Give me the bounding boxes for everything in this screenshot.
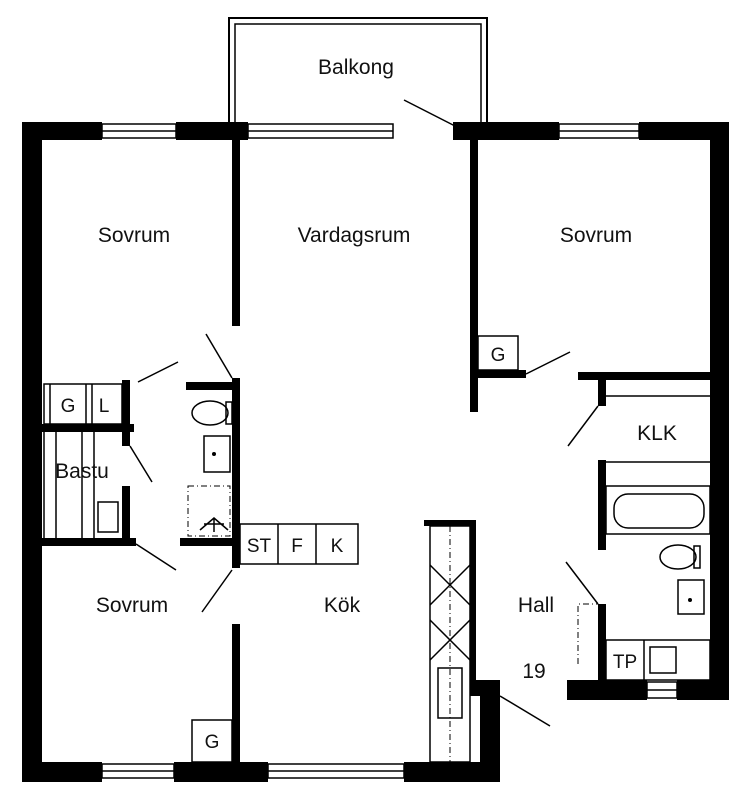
room-label-balkong: Balkong [318, 56, 394, 79]
room-label-vardagsrum: Vardagsrum [298, 224, 411, 247]
windows [101, 123, 678, 779]
room-label-hall: Hall [518, 594, 554, 617]
appliance-label-k: K [331, 536, 344, 557]
balcony [228, 17, 488, 122]
cabinet-label-g-ne: G [491, 345, 506, 366]
toilet-icon [191, 400, 229, 426]
interior-walls [40, 140, 712, 764]
fixtures [43, 335, 711, 763]
room-label-sovrum-sw: Sovrum [96, 594, 168, 617]
appliance-label-f: F [291, 536, 303, 557]
apartment-number: 19 [522, 660, 545, 683]
outer-walls [22, 122, 729, 782]
appliance-label-tp: TP [613, 652, 637, 673]
toilet-icon [659, 544, 697, 570]
room-label-bastu: Bastu [55, 460, 109, 483]
sink-icon [677, 579, 705, 615]
room-label-sovrum-ne: Sovrum [560, 224, 632, 247]
room-label-kok: Kök [324, 594, 361, 617]
bathtub-icon [605, 485, 711, 535]
washer-icon [649, 646, 677, 674]
kitchen-sink-icon [437, 667, 463, 719]
door-swings [129, 99, 599, 727]
cabinet-label-l-w: L [99, 396, 110, 417]
room-label-klk: KLK [637, 422, 677, 445]
shower-icon [199, 517, 229, 532]
cabinet-label-g-sw: G [205, 732, 220, 753]
sink-icon [203, 435, 231, 473]
appliance-label-st: ST [247, 536, 272, 557]
room-label-sovrum-nw: Sovrum [98, 224, 170, 247]
cabinet-label-g-w: G [61, 396, 76, 417]
